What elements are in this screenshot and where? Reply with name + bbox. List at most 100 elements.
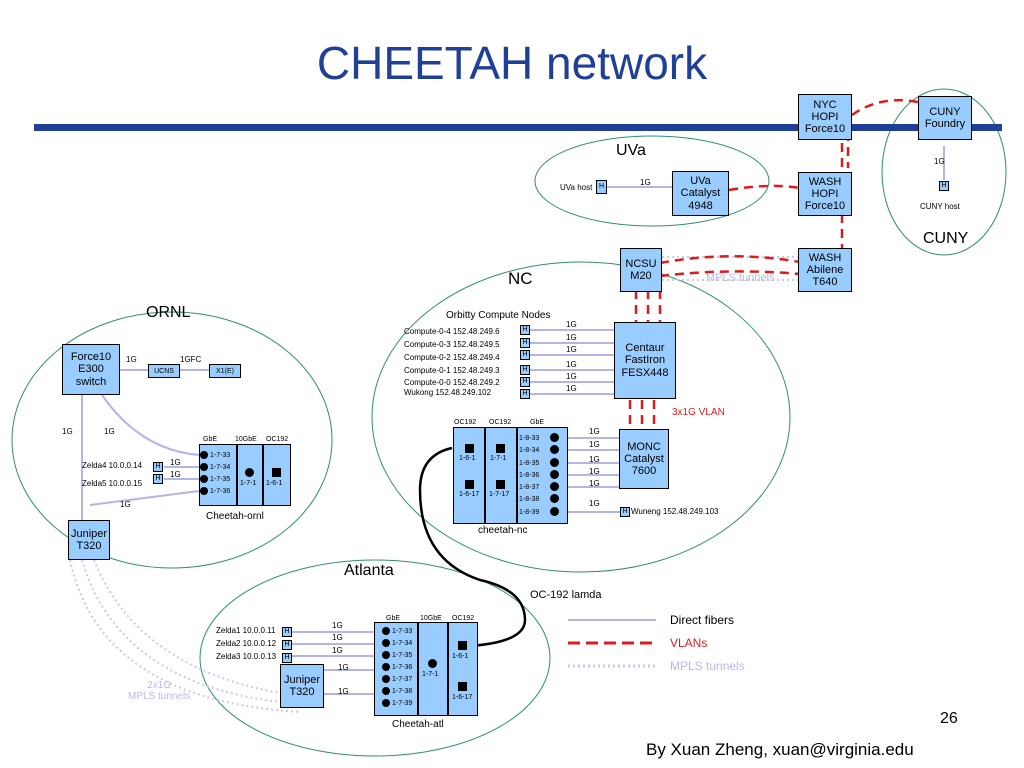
uva-host-box[interactable]: H (596, 180, 607, 194)
zelda-host-box[interactable]: H (282, 653, 292, 663)
link-1g-label: 1G (332, 646, 343, 655)
compute-node-label: Wukong 152.48.249.102 (404, 388, 492, 397)
atl-gbe-card (374, 622, 418, 716)
legend-vlans-label: VLANs (670, 636, 708, 650)
nc-port-dot[interactable] (550, 470, 559, 479)
nc-port-dot[interactable] (550, 482, 559, 491)
wash-abilene-t640[interactable]: WASH Abilene T640 (798, 248, 852, 292)
atl-port-label: 1-7-39 (392, 700, 413, 707)
link-1g-label: 1G (338, 663, 349, 672)
centaur-fastiron-fesx448[interactable]: Centaur FastIron FESX448 (614, 322, 676, 399)
atl-header-oc192: OC192 (452, 615, 475, 622)
ucns-box[interactable]: UCNS (148, 364, 180, 378)
compute-host-box[interactable]: H (520, 350, 530, 360)
link-1g-label: 1G (170, 470, 181, 479)
slide-title: CHEETAH network (316, 37, 708, 89)
juniper-t320-atlanta[interactable]: Juniper T320 (280, 664, 324, 708)
monc-catalyst-7600[interactable]: MONC Catalyst 7600 (619, 429, 669, 489)
atl-slot-label: 1-6-1 (452, 653, 469, 660)
nc-port-dot[interactable] (550, 445, 559, 454)
mpls-tunnels-nc-label: MPLS tunnels (706, 272, 775, 284)
nc-port-dot[interactable] (550, 507, 559, 516)
atl-oc192-port[interactable] (458, 641, 467, 650)
ornl-site-label: ORNL (146, 304, 191, 321)
compute-host-box[interactable]: H (520, 325, 530, 335)
nc-port-dot[interactable] (550, 494, 559, 503)
ornl-port-dot[interactable] (200, 475, 208, 483)
link-1g-label: 1G (62, 427, 73, 436)
zelda-host-box[interactable]: H (153, 474, 163, 484)
atl-port-dot[interactable] (382, 687, 390, 695)
atl-slot-label: 1-7-1 (422, 671, 439, 678)
vlan-3x1g-label: 3x1G VLAN (672, 407, 725, 418)
link-1g-label: 1G (566, 333, 577, 342)
link-1g-label: 1G (332, 633, 343, 642)
nc-port-square[interactable] (496, 480, 505, 489)
ornl-oc192-port[interactable] (272, 468, 281, 477)
ornl-port-dot[interactable] (200, 487, 208, 495)
uva-link-label: 1G (640, 178, 651, 187)
atl-port-dot[interactable] (382, 675, 390, 683)
link-1gfc-label: 1GFC (180, 355, 202, 364)
ornl-slot-label: 1-6-1 (266, 480, 283, 487)
nc-header-oc192-b: OC192 (489, 419, 512, 426)
atl-port-label: 1-7-38 (392, 688, 413, 695)
link-1g-label: 1G (589, 440, 600, 449)
ornl-slot-label: 1-7-1 (240, 480, 257, 487)
atl-header-gbe: GbE (386, 615, 401, 622)
atl-oc192-port[interactable] (458, 682, 467, 691)
nc-site-ellipse (371, 261, 791, 573)
nc-port-label: 1-8-39 (519, 509, 540, 516)
nc-port-dot[interactable] (550, 458, 559, 467)
atl-port-dot[interactable] (382, 699, 390, 707)
wuneng-host-box[interactable]: H (620, 507, 630, 517)
juniper-t320-ornl[interactable]: Juniper T320 (68, 520, 110, 560)
zelda-host-box[interactable]: H (153, 462, 163, 472)
zelda-host-box[interactable]: H (282, 640, 292, 650)
zelda-host-box[interactable]: H (282, 627, 292, 637)
compute-host-box[interactable]: H (520, 377, 530, 387)
cuny-foundry[interactable]: CUNY Foundry (918, 96, 972, 140)
link-1g-label: 1G (566, 320, 577, 329)
link-1g-label: 1G (170, 458, 181, 467)
ornl-10gbe-port[interactable] (245, 468, 254, 477)
x1e-box[interactable]: X1(E) (209, 364, 241, 378)
ornl-port-dot[interactable] (200, 451, 208, 459)
uva-catalyst-4948[interactable]: UVa Catalyst 4948 (672, 171, 729, 216)
nc-slot-label: 1-6-1 (459, 455, 476, 462)
atl-port-dot[interactable] (382, 663, 390, 671)
nc-port-square[interactable] (496, 444, 505, 453)
atl-10gbe-card (418, 622, 448, 716)
compute-host-box[interactable]: H (520, 338, 530, 348)
compute-host-box[interactable]: H (520, 365, 530, 375)
atl-port-dot[interactable] (382, 639, 390, 647)
atl-port-label: 1-7-37 (392, 676, 413, 683)
atl-port-label: 1-7-35 (392, 652, 413, 659)
force10-e300-switch[interactable]: Force10 E300 switch (62, 344, 120, 395)
nc-port-dot[interactable] (550, 433, 559, 442)
ornl-header-gbe: GbE (203, 436, 218, 443)
title-rule (34, 124, 1002, 131)
nc-port-square[interactable] (465, 444, 474, 453)
ornl-port-label: 1-7-35 (210, 476, 231, 483)
cuny-host-box[interactable]: H (939, 181, 949, 191)
link-1g-label: 1G (120, 500, 131, 509)
nc-gbe-card (517, 427, 568, 524)
atl-port-dot[interactable] (382, 651, 390, 659)
atl-10gbe-port[interactable] (428, 659, 437, 668)
atl-port-dot[interactable] (382, 627, 390, 635)
link-1g-label: 1G (338, 687, 349, 696)
nyc-hopi-force10[interactable]: NYC HOPI Force10 (798, 94, 852, 140)
compute-host-box[interactable]: H (520, 389, 530, 399)
link-1g-label: 1G (566, 360, 577, 369)
wash-hopi-force10[interactable]: WASH HOPI Force10 (798, 172, 852, 216)
compute-node-label: Compute-0-2 152.48.249.4 (404, 353, 500, 362)
atlanta-site-label: Atlanta (344, 562, 394, 579)
cheetah-atl-label: Cheetah-atl (392, 719, 444, 730)
link-1g-label: 1G (566, 384, 577, 393)
atl-oc192-card (448, 622, 478, 716)
ornl-port-dot[interactable] (200, 463, 208, 471)
ncsu-m20[interactable]: NCSU M20 (620, 248, 662, 292)
nc-port-square[interactable] (465, 480, 474, 489)
